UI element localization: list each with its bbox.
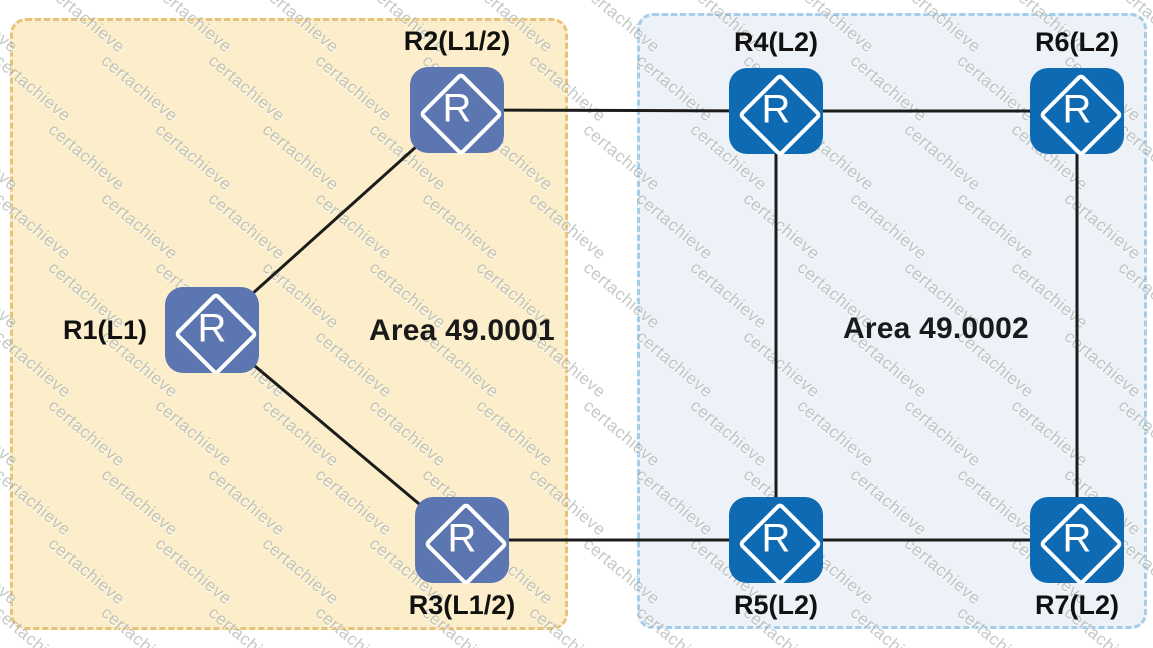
router-glyph: R: [442, 86, 472, 131]
router-R2: R: [410, 67, 504, 157]
router-glyph: R: [447, 516, 477, 561]
router-label-R6: R6(L2): [1034, 27, 1120, 57]
router-label-R3: R3(L1/2): [408, 590, 516, 620]
router-R1: R: [165, 287, 259, 377]
router-glyph: R: [1062, 87, 1092, 132]
router-R7: R: [1030, 497, 1124, 587]
router-glyph: R: [197, 306, 227, 351]
area-label-area2: Area 49.0002: [843, 312, 1029, 345]
router-label-R5: R5(L2): [733, 590, 819, 620]
router-glyph: R: [761, 87, 791, 132]
router-glyph: R: [761, 516, 791, 561]
router-R6: R: [1030, 68, 1124, 158]
router-label-R2: R2(L1/2): [403, 26, 511, 56]
area-label-area1: Area 49.0001: [369, 314, 555, 347]
router-label-R4: R4(L2): [733, 27, 819, 57]
router-label-R7: R7(L2): [1034, 590, 1120, 620]
router-R3: R: [415, 497, 509, 587]
router-glyph: R: [1062, 516, 1092, 561]
router-R4: R: [729, 68, 823, 158]
router-label-R1: R1(L1): [62, 315, 147, 345]
router-R5: R: [729, 497, 823, 587]
